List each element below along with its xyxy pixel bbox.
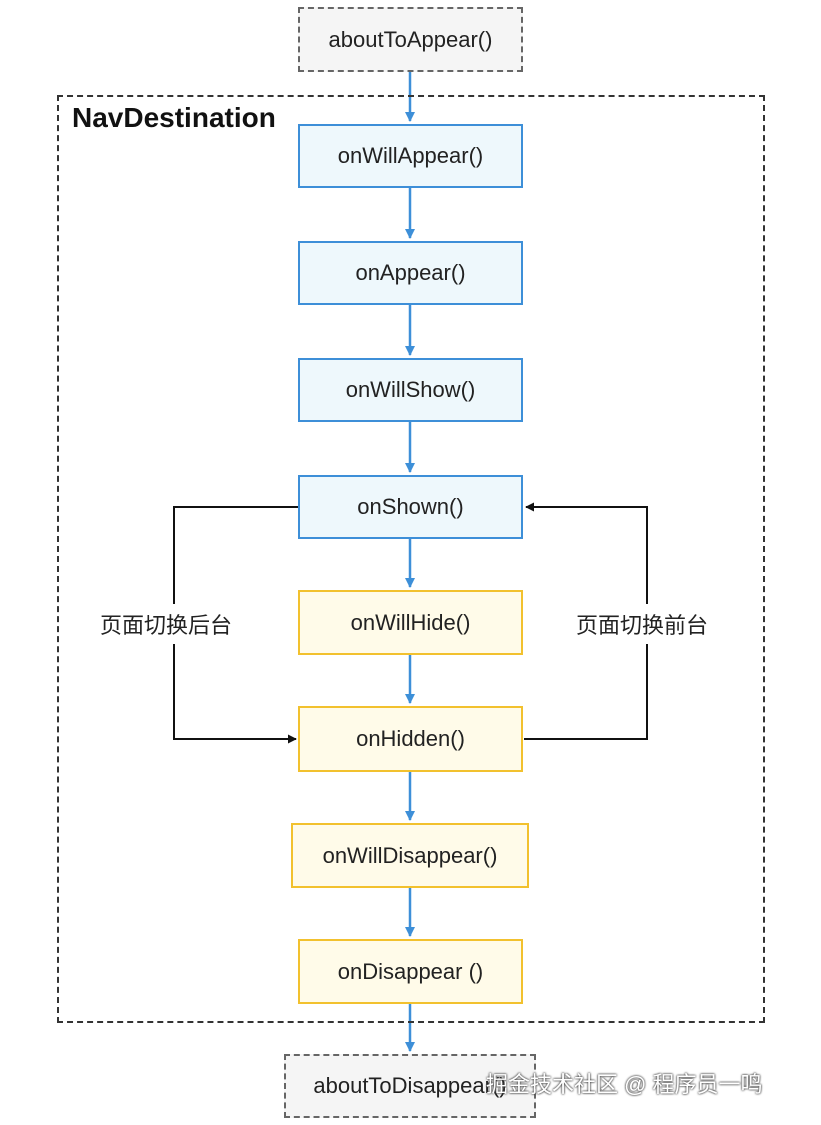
on-disappear-node: onDisappear () — [298, 939, 523, 1004]
nav-destination-title: NavDestination — [72, 102, 276, 133]
on-hidden-node: onHidden() — [298, 706, 523, 772]
edge-label-to-background: 页面切换后台 — [98, 604, 235, 644]
edge-label-to-foreground: 页面切换前台 — [574, 604, 711, 644]
on-will-disappear-node: onWillDisappear() — [291, 823, 529, 888]
on-will-show-node: onWillShow() — [298, 358, 523, 422]
about-to-disappear-node: aboutToDisappear() — [284, 1054, 536, 1118]
on-will-hide-node: onWillHide() — [298, 590, 523, 655]
on-appear-node: onAppear() — [298, 241, 523, 305]
on-will-appear-node: onWillAppear() — [298, 124, 523, 188]
watermark: 掘金技术社区 @ 程序员一鸣 — [486, 1072, 763, 1097]
on-shown-node: onShown() — [298, 475, 523, 539]
nav-destination-container — [57, 95, 765, 1023]
about-to-appear-node: aboutToAppear() — [298, 7, 523, 72]
